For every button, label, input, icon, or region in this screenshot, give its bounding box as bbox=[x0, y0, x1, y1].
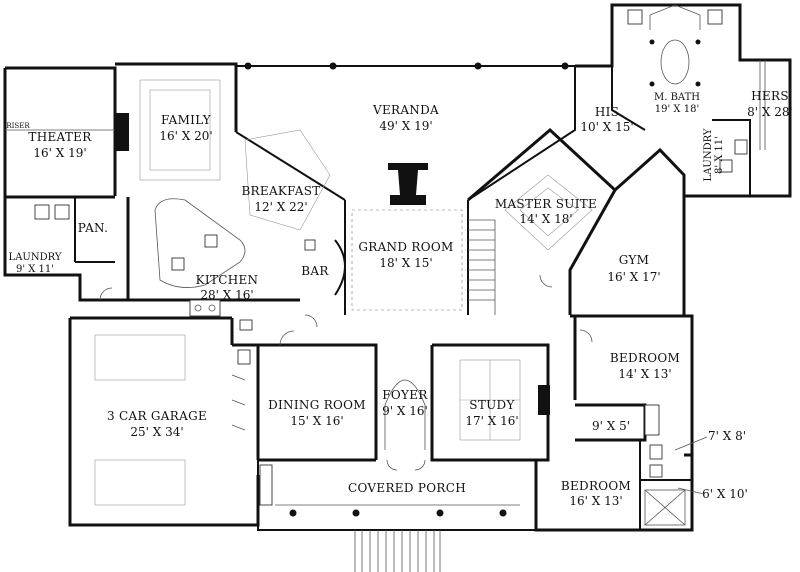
bath-b-leader bbox=[677, 487, 705, 495]
his-name: HIS bbox=[595, 105, 619, 119]
breakfast-dimensions: 12' X 22' bbox=[254, 200, 307, 214]
garage-dimensions: 25' X 34' bbox=[130, 425, 183, 439]
foyer-dimensions: 9' X 16' bbox=[382, 404, 428, 418]
walls bbox=[3, 3, 792, 572]
breakfast-name: BREAKFAST bbox=[241, 184, 320, 198]
kitchen-dimensions: 28' X 16' bbox=[200, 288, 253, 302]
theater-dimensions: 16' X 19' bbox=[33, 146, 86, 160]
gym-dimensions: 16' X 17' bbox=[607, 270, 660, 284]
dining-room-dimensions: 15' X 16' bbox=[290, 414, 343, 428]
family-name: FAMILY bbox=[161, 113, 212, 127]
theater-name: THEATER bbox=[28, 130, 92, 144]
grand-room-dimensions: 18' X 15' bbox=[379, 256, 432, 270]
family-dimensions: 16' X 20' bbox=[159, 129, 212, 143]
laundry-west-dimensions: 9' X 11' bbox=[16, 264, 54, 275]
master-suite-dimensions: 14' X 18' bbox=[519, 212, 572, 226]
master-suite-name: MASTER SUITE bbox=[495, 197, 597, 211]
plan-details bbox=[5, 4, 766, 526]
hers-dimensions: 8' X 28' bbox=[747, 105, 793, 119]
bedroom-2-name: BEDROOM bbox=[561, 479, 631, 493]
grand-room-name: GRAND ROOM bbox=[358, 240, 453, 254]
veranda-name: VERANDA bbox=[372, 103, 439, 117]
kitchen-name: KITCHEN bbox=[196, 273, 259, 287]
study-dimensions: 17' X 16' bbox=[465, 414, 518, 428]
riser-label: RISER bbox=[6, 122, 30, 130]
dining-room-name: DINING ROOM bbox=[268, 398, 366, 412]
bar-name: BAR bbox=[301, 264, 329, 278]
pantry-name: PAN. bbox=[78, 221, 108, 235]
laundry-east-dimensions: 8' X 11' bbox=[714, 136, 725, 174]
covered-porch-name: COVERED PORCH bbox=[348, 481, 466, 495]
foyer-name: FOYER bbox=[382, 388, 428, 402]
closet-dimensions: 9' X 5' bbox=[592, 419, 630, 433]
study-name: STUDY bbox=[469, 398, 515, 412]
bath-b-dimensions: 6' X 10' bbox=[702, 487, 748, 501]
bedroom-1-dimensions: 14' X 13' bbox=[618, 367, 671, 381]
bedroom-2-dimensions: 16' X 13' bbox=[569, 494, 622, 508]
his-dimensions: 10' X 15' bbox=[580, 120, 633, 134]
hers-name: HERS bbox=[751, 89, 789, 103]
bath-a-dimensions: 7' X 8' bbox=[708, 429, 746, 443]
m-bath-name: M. BATH bbox=[654, 92, 700, 103]
gym-name: GYM bbox=[619, 253, 649, 267]
garage-name: 3 CAR GARAGE bbox=[107, 409, 207, 423]
bedroom-1-name: BEDROOM bbox=[610, 351, 680, 365]
bath-a-leader bbox=[674, 436, 708, 451]
veranda-dimensions: 49' X 19' bbox=[379, 119, 432, 133]
m-bath-dimensions: 19' X 18' bbox=[655, 104, 699, 115]
laundry-east-name: LAUNDRY bbox=[703, 128, 714, 181]
laundry-west-name: LAUNDRY bbox=[9, 252, 62, 263]
room-labels: RISER THEATER 16' X 19' FAMILY 16' X 20'… bbox=[6, 89, 792, 508]
